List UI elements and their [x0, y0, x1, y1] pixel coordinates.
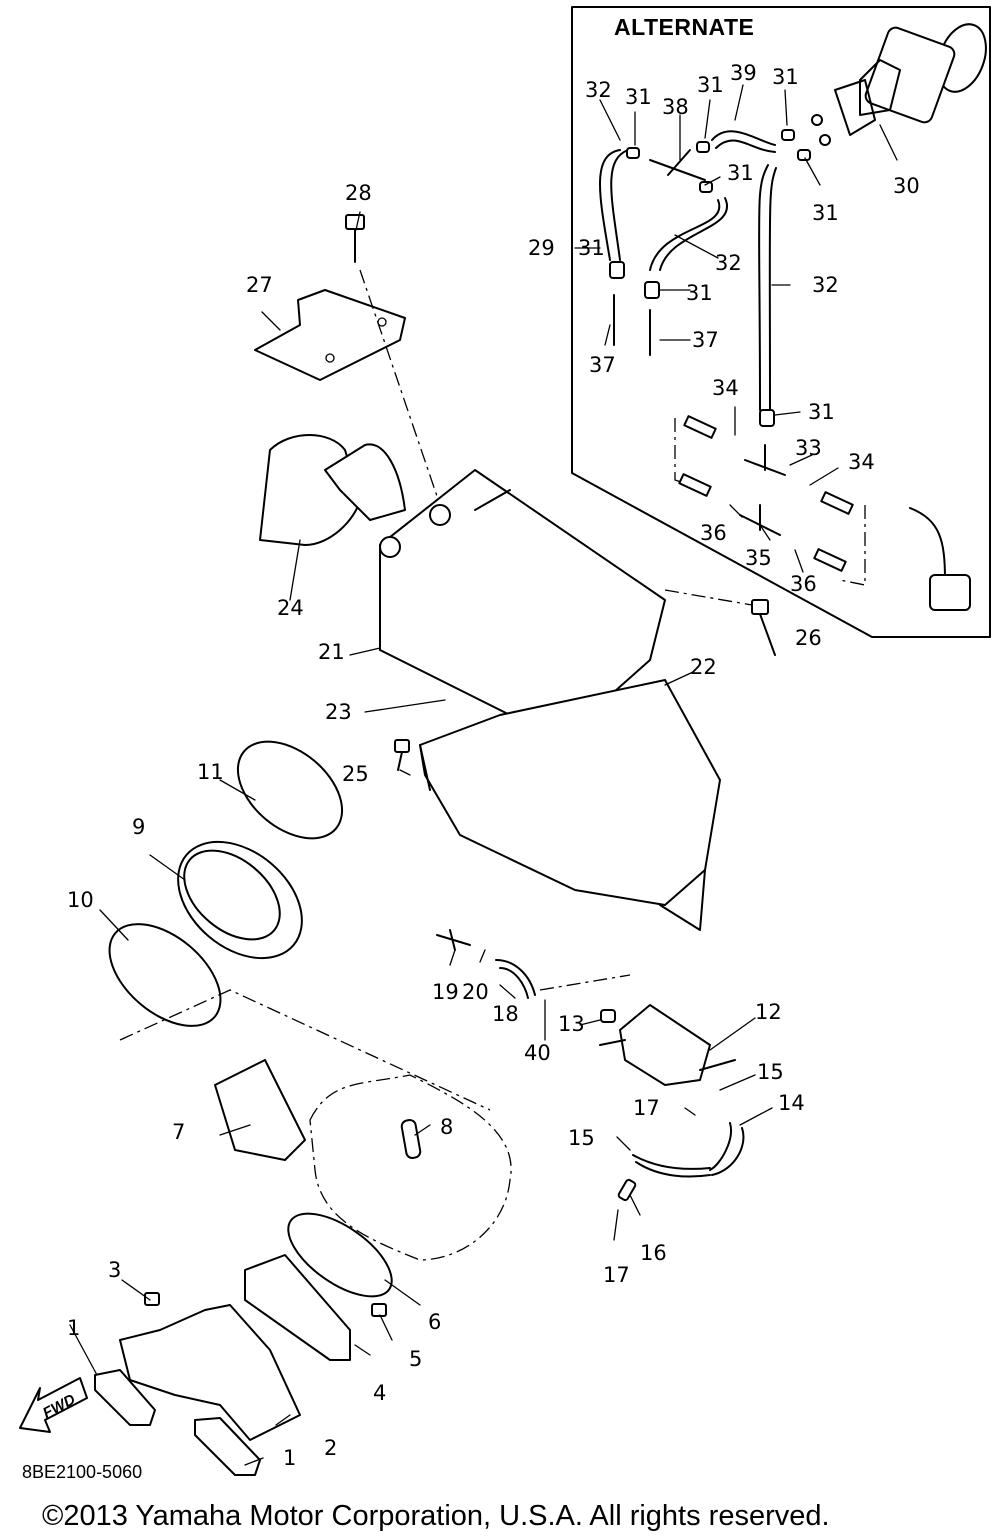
callout-27[interactable]: 27: [246, 273, 273, 297]
callout-31[interactable]: 31: [578, 236, 605, 260]
callout-35[interactable]: 35: [745, 546, 772, 570]
part-fuel-return-hose: [632, 1154, 711, 1178]
fwd-arrow[interactable]: [19, 1377, 88, 1433]
callout-19[interactable]: 19: [432, 980, 459, 1004]
callout-32[interactable]: 32: [812, 273, 839, 297]
part-8-pipe: [400, 1119, 422, 1159]
callout-12[interactable]: 12: [755, 1000, 782, 1024]
part-2-manifold: [119, 1304, 301, 1441]
part-3-bolt: [144, 1292, 160, 1306]
alternate-box-border: [571, 6, 991, 638]
callout-1[interactable]: 1: [67, 1316, 81, 1340]
callout-2[interactable]: 2: [324, 1436, 338, 1460]
callout-32[interactable]: 32: [585, 78, 612, 102]
part-1-gasket-left: [94, 1369, 156, 1426]
part-6-clamp: [287, 1212, 393, 1298]
part-4-carb-flange: [244, 1254, 351, 1361]
callout-4[interactable]: 4: [373, 1381, 387, 1405]
callout-9[interactable]: 9: [132, 815, 146, 839]
callout-26[interactable]: 26: [795, 626, 822, 650]
part-25-bolt: [394, 739, 410, 753]
callout-18[interactable]: 18: [492, 1002, 519, 1026]
callout-31[interactable]: 31: [697, 73, 724, 97]
callout-15[interactable]: 15: [568, 1126, 595, 1150]
callout-6[interactable]: 6: [428, 1310, 442, 1334]
callout-31[interactable]: 31: [686, 281, 713, 305]
part-22-airbox-case: [419, 679, 721, 931]
callout-10[interactable]: 10: [67, 888, 94, 912]
callout-31[interactable]: 31: [625, 85, 652, 109]
callout-24[interactable]: 24: [277, 596, 304, 620]
callout-34[interactable]: 34: [848, 450, 875, 474]
callout-36[interactable]: 36: [700, 521, 727, 545]
callout-37[interactable]: 37: [692, 328, 719, 352]
callout-28[interactable]: 28: [345, 181, 372, 205]
callout-31[interactable]: 31: [727, 161, 754, 185]
callout-8[interactable]: 8: [440, 1115, 454, 1139]
part-14-hose: [709, 1122, 745, 1176]
part-5-bolt: [371, 1303, 387, 1317]
part-1-gasket-right: [194, 1417, 261, 1476]
part-24-intake-duct: [259, 434, 406, 546]
engine-outline: [309, 1074, 512, 1261]
callout-36[interactable]: 36: [790, 572, 817, 596]
part-19-tee: [436, 929, 471, 951]
alternate-fuel-hoses: [599, 129, 811, 427]
part-7-gasket: [214, 1059, 306, 1161]
part-27-28-bracket: [254, 214, 441, 506]
alternate-tee-fittings: [674, 415, 971, 611]
callout-37[interactable]: 37: [589, 353, 616, 377]
part-11-clamp: [236, 740, 344, 840]
callout-34[interactable]: 34: [712, 376, 739, 400]
callout-5[interactable]: 5: [409, 1347, 423, 1371]
callout-22[interactable]: 22: [690, 655, 717, 679]
callout-17[interactable]: 17: [633, 1096, 660, 1120]
callout-11[interactable]: 11: [197, 760, 224, 784]
part-9-joint: [177, 840, 303, 960]
callout-38[interactable]: 38: [662, 95, 689, 119]
part-21-airbox-cover: [379, 469, 666, 741]
leader-lines: [69, 84, 898, 1466]
callout-40[interactable]: 40: [524, 1041, 551, 1065]
callout-39[interactable]: 39: [730, 61, 757, 85]
callout-31[interactable]: 31: [812, 201, 839, 225]
callout-15[interactable]: 15: [757, 1060, 784, 1084]
callout-32[interactable]: 32: [715, 251, 742, 275]
callout-14[interactable]: 14: [778, 1091, 805, 1115]
part-13-nut: [600, 1009, 616, 1023]
alternate-box-title: ALTERNATE: [614, 14, 755, 40]
callout-25[interactable]: 25: [342, 762, 369, 786]
part-26-bolt: [751, 599, 769, 615]
callout-21[interactable]: 21: [318, 640, 345, 664]
callout-31[interactable]: 31: [808, 400, 835, 424]
callout-20[interactable]: 20: [462, 980, 489, 1004]
part-12-fuel-pump: [599, 1004, 736, 1086]
copyright-notice: ©2013 Yamaha Motor Corporation, U.S.A. A…: [42, 1500, 830, 1532]
callout-33[interactable]: 33: [795, 436, 822, 460]
callout-1[interactable]: 1: [283, 1446, 297, 1470]
part-18-hose: [495, 959, 536, 999]
callout-13[interactable]: 13: [558, 1012, 585, 1036]
diagram-code: 8BE2100-5060: [22, 1462, 143, 1482]
callout-16[interactable]: 16: [640, 1241, 667, 1265]
callout-17[interactable]: 17: [603, 1263, 630, 1287]
part-30-fuel-filter: [811, 23, 987, 146]
callout-7[interactable]: 7: [172, 1120, 186, 1144]
callout-3[interactable]: 3: [108, 1258, 122, 1282]
callout-29[interactable]: 29: [528, 236, 555, 260]
part-16-pipe: [617, 1178, 637, 1202]
callout-31[interactable]: 31: [772, 65, 799, 89]
part-10-clamp: [108, 923, 222, 1027]
callout-30[interactable]: 30: [893, 174, 920, 198]
callout-23[interactable]: 23: [325, 700, 352, 724]
